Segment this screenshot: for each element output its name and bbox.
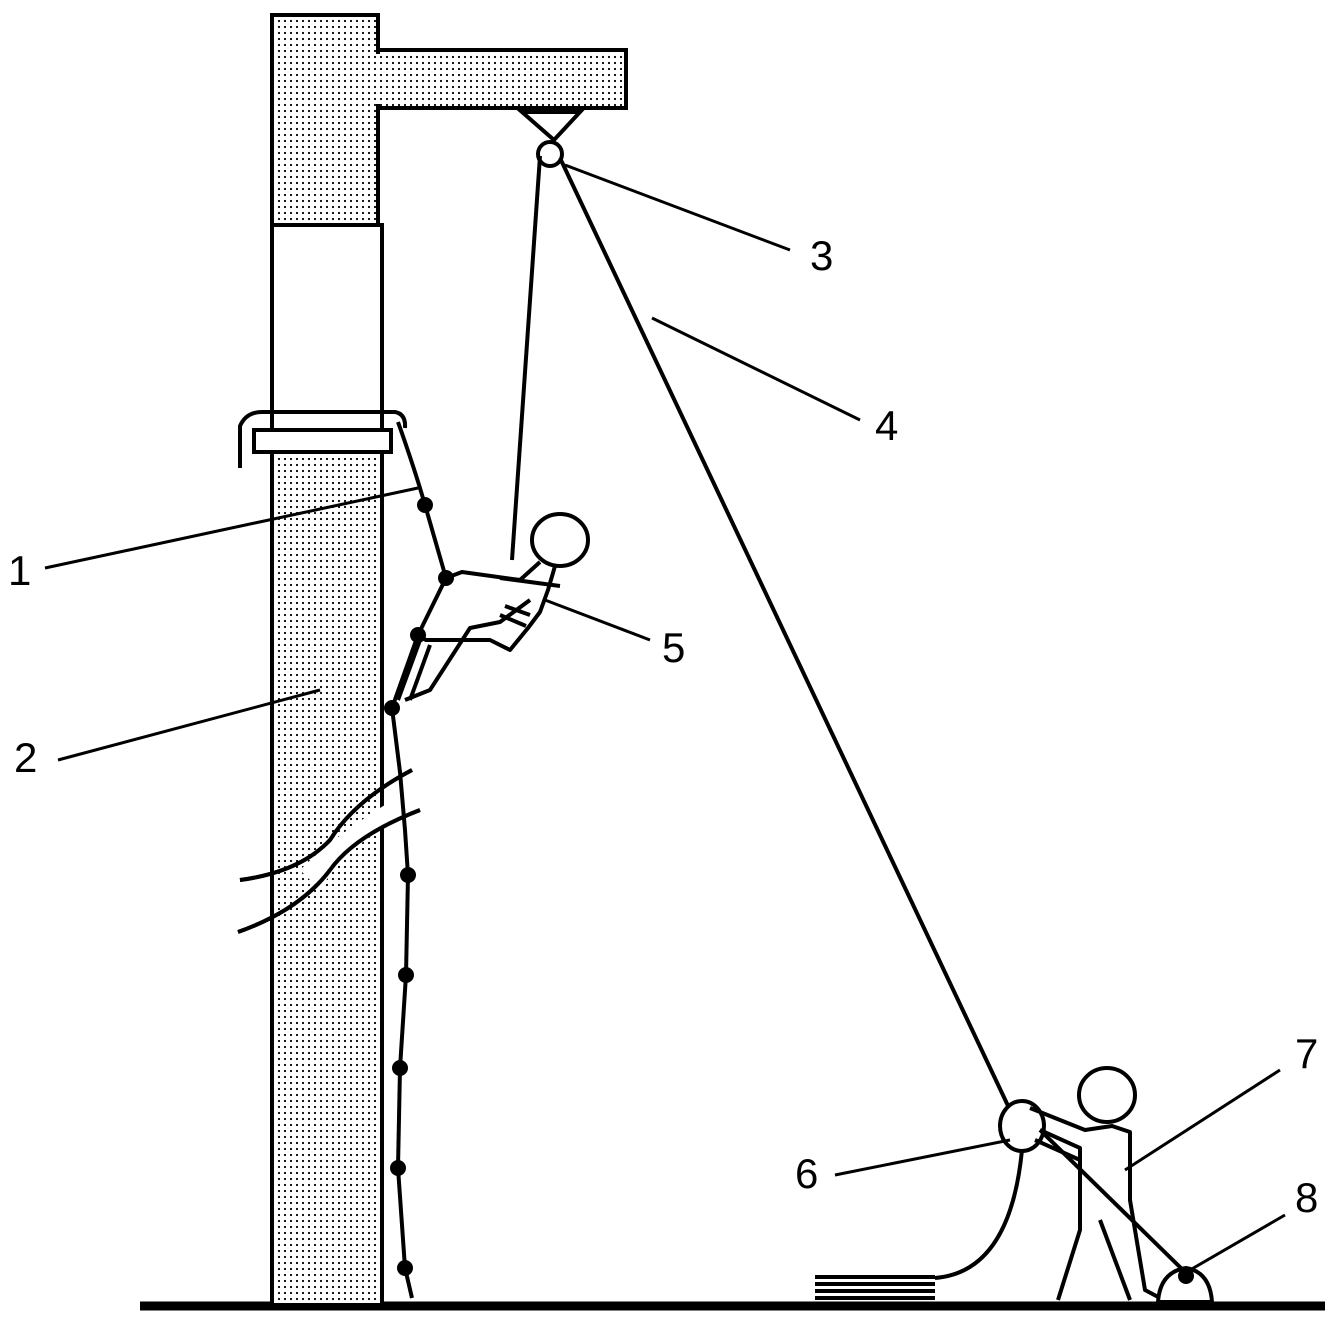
label-1: 1 xyxy=(8,547,31,594)
leader-lines xyxy=(44,163,1286,1272)
label-4: 4 xyxy=(875,402,898,449)
rope-knot xyxy=(397,1260,413,1276)
ground-anchor xyxy=(1155,1265,1215,1304)
rope-knot xyxy=(384,700,400,716)
label-6: 6 xyxy=(795,1150,818,1197)
pole-clamp xyxy=(238,410,408,468)
safety-rope xyxy=(384,421,454,1299)
label-5: 5 xyxy=(662,624,685,671)
rope-knot xyxy=(392,1060,408,1076)
pulley xyxy=(516,110,585,168)
rope-knot xyxy=(417,497,433,513)
injured-person xyxy=(396,512,590,702)
rope-knot xyxy=(398,967,414,983)
rope-knot xyxy=(400,867,416,883)
label-2: 2 xyxy=(14,734,37,781)
label-8: 8 xyxy=(1295,1174,1318,1221)
rope-coil xyxy=(815,1149,1024,1300)
label-3: 3 xyxy=(810,232,833,279)
rope-knot xyxy=(390,1160,406,1176)
hoist-rope xyxy=(510,155,1012,1111)
rescuer-person xyxy=(998,1066,1187,1301)
break-mark xyxy=(237,768,421,934)
label-7: 7 xyxy=(1295,1030,1318,1077)
